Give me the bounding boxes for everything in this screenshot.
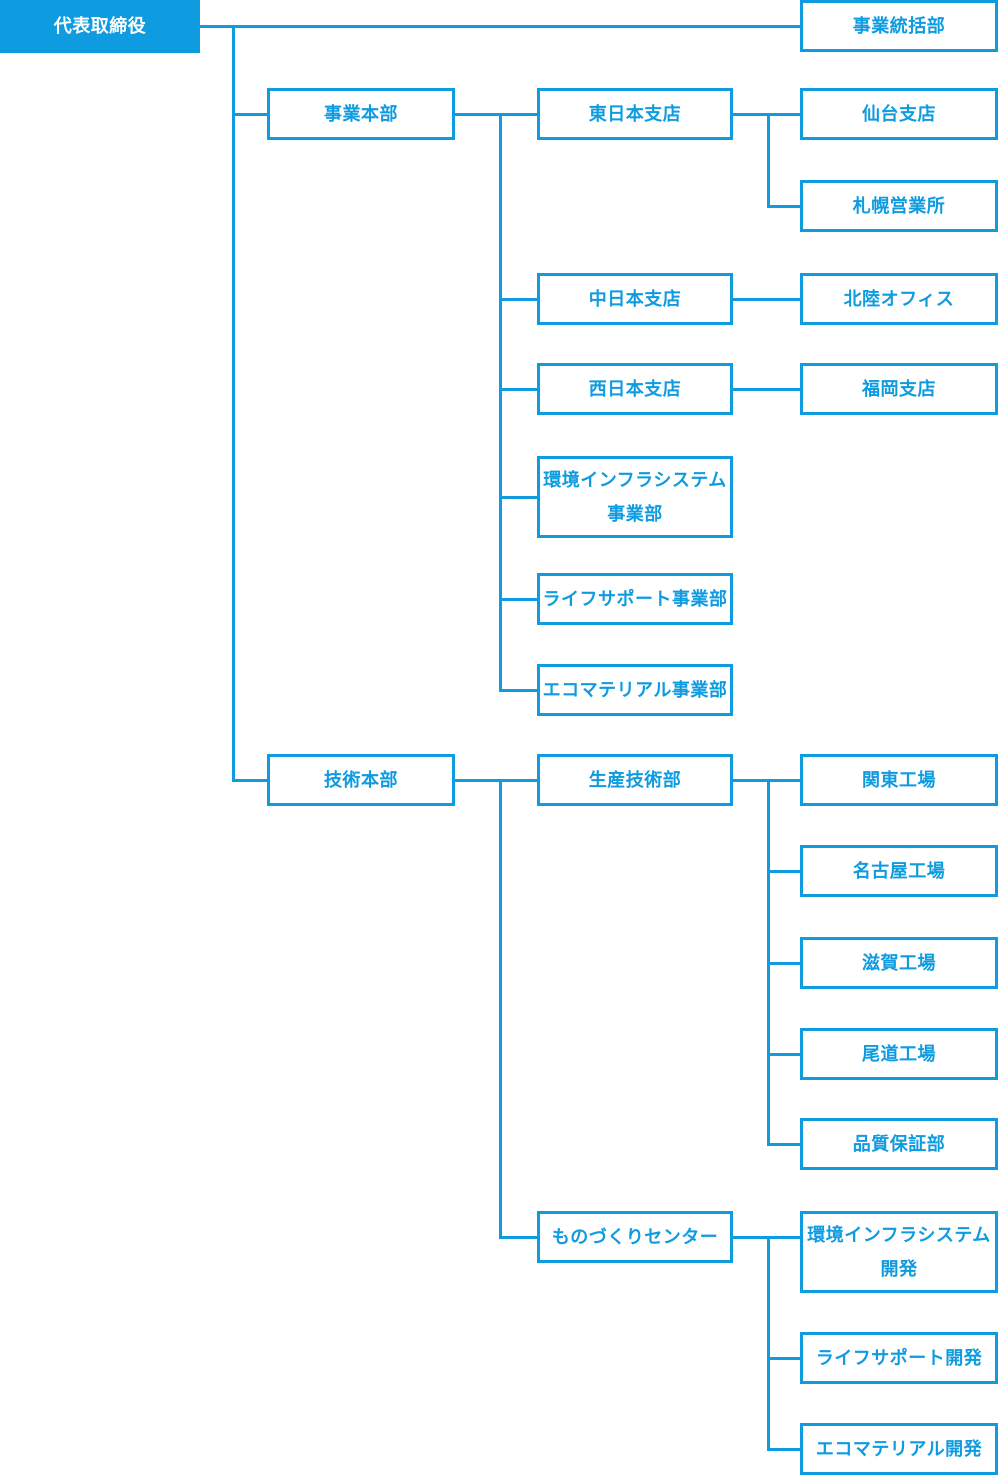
connector-line [767, 962, 800, 965]
node-technology-hq: 技術本部 [267, 754, 455, 806]
node-onomichi-plant: 尾道工場 [800, 1028, 998, 1080]
connector-line [455, 113, 537, 116]
node-shiga-plant: 滋賀工場 [800, 937, 998, 989]
node-quality-assurance-dept: 品質保証部 [800, 1118, 998, 1170]
connector-line [767, 1357, 800, 1360]
connector-line [733, 388, 800, 391]
node-fukuoka-branch: 福岡支店 [800, 363, 998, 415]
connector-line [767, 113, 770, 208]
connector-line [499, 689, 537, 692]
node-hokuriku-office: 北陸オフィス [800, 273, 998, 325]
node-nagoya-plant: 名古屋工場 [800, 845, 998, 897]
node-central-japan-branch: 中日本支店 [537, 273, 733, 325]
connector-line [499, 113, 502, 692]
node-west-japan-branch: 西日本支店 [537, 363, 733, 415]
node-production-engineering-dept: 生産技術部 [537, 754, 733, 806]
connector-line [767, 1053, 800, 1056]
node-life-support-div: ライフサポート事業部 [537, 573, 733, 625]
node-eco-material-div: エコマテリアル事業部 [537, 664, 733, 716]
connector-line [733, 779, 800, 782]
node-east-japan-branch: 東日本支店 [537, 88, 733, 140]
node-business-hq: 事業本部 [267, 88, 455, 140]
connector-line [767, 1236, 770, 1451]
connector-line [499, 598, 537, 601]
connector-line [499, 388, 537, 391]
connector-line [767, 205, 800, 208]
connector-line [733, 298, 800, 301]
node-sendai-branch: 仙台支店 [800, 88, 998, 140]
node-life-support-dev: ライフサポート開発 [800, 1332, 998, 1384]
connector-line [499, 298, 537, 301]
node-representative-director: 代表取締役 [0, 0, 200, 53]
connector-line [499, 1236, 537, 1239]
connector-line [733, 113, 800, 116]
node-kanto-plant: 関東工場 [800, 754, 998, 806]
node-eco-material-dev: エコマテリアル開発 [800, 1423, 998, 1475]
connector-line [455, 779, 537, 782]
connector-line [499, 496, 537, 499]
connector-line [232, 113, 267, 116]
connector-line [499, 779, 502, 1239]
node-monozukuri-center: ものづくりセンター [537, 1211, 733, 1263]
node-sapporo-office: 札幌営業所 [800, 180, 998, 232]
connector-line [232, 779, 267, 782]
connector-line [232, 25, 235, 782]
node-env-infra-system-dev: 環境インフラシステム開発 [800, 1211, 998, 1293]
node-business-control-dept: 事業統括部 [800, 0, 998, 52]
connector-line [767, 870, 800, 873]
connector-line [767, 1143, 800, 1146]
connector-line [767, 1448, 800, 1451]
connector-line [200, 25, 800, 28]
node-env-infra-system-div: 環境インフラシステム事業部 [537, 456, 733, 538]
connector-line [733, 1236, 800, 1239]
